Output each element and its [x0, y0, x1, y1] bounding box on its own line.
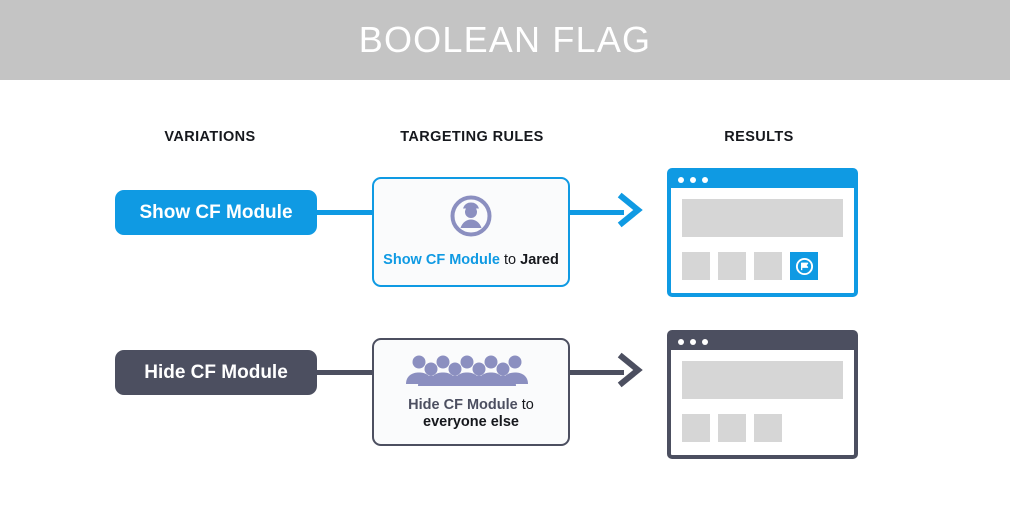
variation-pill-label: Show CF Module: [139, 201, 293, 223]
browser-titlebar: [671, 334, 854, 350]
page-title: BOOLEAN FLAG: [358, 19, 652, 60]
variation-pill-label: Hide CF Module: [144, 361, 288, 383]
connector-line-rule-to-result: [566, 210, 624, 215]
rule-connector-word: to: [517, 396, 534, 413]
content-tile: [718, 414, 746, 442]
browser-dot-icon: [690, 177, 696, 183]
connector-line-rule-to-result: [566, 370, 624, 375]
result-browser-window-without-cf-module: [667, 330, 858, 459]
content-tile: [754, 252, 782, 280]
rule-variation-name: Hide CF Module: [408, 396, 518, 413]
content-placeholder-block: [682, 199, 843, 237]
content-tile-row: [682, 252, 843, 280]
content-placeholder-block: [682, 361, 843, 399]
connector-line-variation-to-rule: [310, 210, 378, 215]
targeting-rule-text: Show CF Module to Jared: [383, 252, 559, 269]
single-user-icon: [450, 195, 492, 242]
arrow-right-icon: [612, 352, 648, 393]
variation-pill-hide-cf-module[interactable]: Hide CF Module: [115, 350, 317, 395]
targeting-rule-card-hide-cf-module[interactable]: Hide CF Module to everyone else: [372, 338, 570, 446]
browser-dot-icon: [678, 339, 684, 345]
content-tile: [718, 252, 746, 280]
result-browser-window-with-cf-module: [667, 168, 858, 297]
flag-rule-row: Hide CF Module Hide CF Module to: [0, 308, 1010, 488]
browser-content: [671, 188, 854, 293]
page-header: BOOLEAN FLAG: [0, 0, 1010, 80]
rule-connector-word: to: [499, 252, 521, 268]
column-header-results: RESULTS: [724, 129, 794, 145]
content-tile: [754, 414, 782, 442]
flag-circle-icon: [795, 257, 813, 275]
variation-pill-show-cf-module[interactable]: Show CF Module: [115, 190, 317, 235]
rule-target-audience: Jared: [520, 252, 559, 268]
content-tile: [682, 414, 710, 442]
browser-dot-icon: [690, 339, 696, 345]
targeting-rule-text: Hide CF Module to everyone else: [408, 397, 534, 431]
connector-line-variation-to-rule: [310, 370, 378, 375]
column-header-variations: VARIATIONS: [164, 129, 256, 145]
arrow-right-icon: [612, 192, 648, 233]
content-tile: [682, 252, 710, 280]
content-tile-row: [682, 414, 843, 442]
browser-dot-icon: [702, 177, 708, 183]
targeting-rule-card-show-cf-module[interactable]: Show CF Module to Jared: [372, 177, 570, 287]
flag-rule-row: Show CF Module Show CF Module to Jared: [0, 145, 1010, 325]
rule-variation-name: Show CF Module: [383, 252, 500, 268]
crowd-of-people-icon: [403, 354, 539, 391]
column-header-targeting-rules: TARGETING RULES: [400, 129, 544, 145]
browser-content: [671, 350, 854, 455]
cf-module-tile: [790, 252, 818, 280]
browser-dot-icon: [702, 339, 708, 345]
browser-titlebar: [671, 172, 854, 188]
browser-dot-icon: [678, 177, 684, 183]
rule-target-audience: everyone else: [423, 413, 519, 430]
